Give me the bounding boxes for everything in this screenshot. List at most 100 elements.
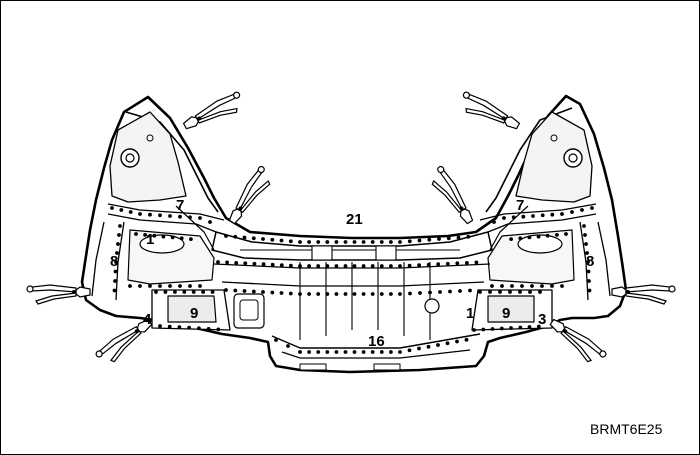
weld-spot-icon bbox=[379, 264, 384, 268]
weld-spot-icon bbox=[389, 292, 393, 296]
weld-spot-icon bbox=[398, 292, 402, 296]
weld-spot-icon bbox=[464, 337, 469, 342]
weld-spot-icon bbox=[168, 284, 172, 288]
weld-spot-icon bbox=[316, 350, 321, 354]
weld-spot-icon bbox=[438, 290, 442, 294]
weld-spot-icon bbox=[279, 291, 284, 295]
weld-spot-icon bbox=[143, 233, 148, 237]
weld-spot-icon bbox=[540, 213, 545, 218]
weld-spot-icon bbox=[206, 327, 211, 331]
weld-spot-icon bbox=[466, 234, 471, 239]
weld-spot-icon bbox=[208, 220, 212, 224]
weld-spot-icon bbox=[251, 289, 256, 294]
weld-spot-icon bbox=[426, 262, 431, 267]
weld-spot-icon bbox=[478, 290, 482, 294]
weld-spot-icon bbox=[170, 235, 175, 240]
locking-clamp-icon bbox=[456, 89, 522, 138]
weld-spot-icon bbox=[510, 284, 514, 288]
weld-spot-icon bbox=[178, 214, 182, 219]
weld-spot-icon bbox=[498, 290, 502, 294]
weld-spot-icon bbox=[138, 284, 142, 288]
weld-spot-icon bbox=[270, 290, 275, 295]
weld-spot-icon bbox=[274, 338, 278, 342]
weld-spot-icon bbox=[536, 324, 541, 329]
weld-spot-icon bbox=[398, 240, 402, 244]
weld-spot-icon bbox=[307, 240, 311, 244]
weld-spot-icon bbox=[325, 240, 330, 244]
weld-spot-icon bbox=[465, 261, 469, 265]
weld-spot-icon bbox=[286, 344, 290, 348]
weld-spot-icon bbox=[509, 326, 513, 330]
weld-spot-icon bbox=[580, 208, 584, 212]
weld-spot-icon bbox=[436, 262, 441, 267]
weld-spot-icon bbox=[437, 237, 441, 241]
weld-spot-icon bbox=[379, 240, 384, 244]
weld-spot-icon bbox=[389, 350, 393, 354]
weld-spot-icon bbox=[173, 290, 177, 294]
weld-spot-icon bbox=[307, 292, 311, 296]
weld-spot-icon bbox=[113, 269, 118, 274]
weld-spot-icon bbox=[167, 324, 172, 329]
callouts: 7 7 21 1 1 8 8 4 9 9 3 16 bbox=[110, 197, 594, 350]
weld-spot-icon bbox=[216, 260, 220, 264]
weld-spot-icon bbox=[187, 325, 192, 330]
callout-21: 21 bbox=[346, 211, 363, 228]
weld-spot-icon bbox=[161, 234, 166, 239]
weld-spot-icon bbox=[586, 269, 591, 274]
callout-9-left: 9 bbox=[190, 305, 198, 322]
weld-spot-icon bbox=[233, 234, 238, 239]
weld-spot-icon bbox=[119, 208, 124, 212]
weld-spot-icon bbox=[201, 290, 206, 294]
weld-spot-icon bbox=[521, 214, 526, 219]
weld-spot-icon bbox=[530, 284, 534, 288]
weld-spot-icon bbox=[361, 350, 366, 354]
weld-spot-icon bbox=[582, 224, 586, 228]
weld-spot-icon bbox=[408, 291, 412, 296]
weld-spot-icon bbox=[455, 261, 460, 266]
callout-1-right: 1 bbox=[466, 305, 474, 322]
weld-spot-icon bbox=[361, 264, 366, 268]
weld-spot-icon bbox=[198, 284, 202, 288]
locking-clamp-icon bbox=[425, 164, 477, 229]
weld-spot-icon bbox=[191, 290, 196, 294]
weld-spot-icon bbox=[436, 343, 440, 347]
weld-spot-icon bbox=[458, 289, 462, 293]
weld-spot-icon bbox=[370, 264, 375, 268]
weld-spot-icon bbox=[261, 262, 266, 267]
weld-spot-icon bbox=[590, 206, 594, 210]
weld-spot-icon bbox=[407, 348, 412, 353]
weld-spot-icon bbox=[518, 236, 523, 241]
weld-spot-icon bbox=[352, 264, 357, 268]
weld-spot-icon bbox=[407, 263, 412, 268]
weld-spot-icon bbox=[417, 238, 422, 243]
body-outline bbox=[80, 94, 628, 374]
weld-spot-icon bbox=[261, 290, 265, 294]
weld-spot-icon bbox=[511, 215, 516, 220]
weld-spot-icon bbox=[490, 327, 495, 331]
weld-spot-icon bbox=[298, 264, 302, 268]
weld-spot-icon bbox=[527, 325, 532, 329]
weld-spot-icon bbox=[288, 291, 293, 296]
weld-spot-icon bbox=[298, 350, 302, 354]
weld-spot-icon bbox=[261, 237, 265, 241]
weld-spot-icon bbox=[148, 284, 152, 288]
callout-4: 4 bbox=[143, 311, 152, 328]
weld-spot-icon bbox=[564, 232, 568, 236]
weld-spot-icon bbox=[197, 326, 201, 331]
weld-spot-icon bbox=[545, 233, 550, 238]
weld-spot-icon bbox=[117, 233, 121, 237]
weld-spot-icon bbox=[234, 261, 239, 265]
weld-spot-icon bbox=[343, 292, 348, 296]
weld-spot-icon bbox=[531, 214, 535, 218]
weld-spot-icon bbox=[509, 237, 513, 242]
weld-spot-icon bbox=[334, 240, 339, 244]
weld-spot-icon bbox=[555, 233, 559, 237]
weld-spot-icon bbox=[148, 212, 152, 217]
weld-spot-icon bbox=[586, 260, 590, 264]
weld-spot-icon bbox=[334, 264, 339, 268]
weld-spot-icon bbox=[587, 288, 592, 293]
weld-spot-icon bbox=[352, 292, 357, 296]
weld-spot-icon bbox=[500, 284, 504, 288]
locking-clamp-icon bbox=[544, 315, 609, 369]
